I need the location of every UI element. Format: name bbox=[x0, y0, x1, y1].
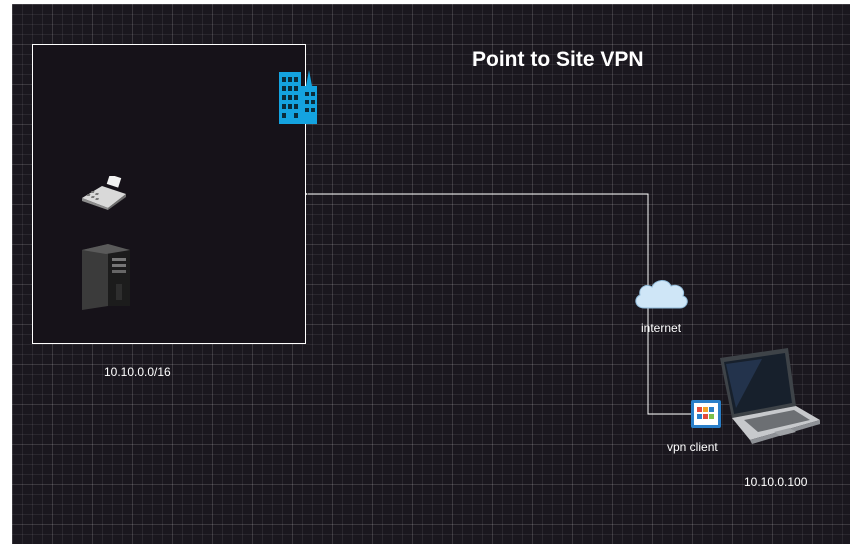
fax-machine-icon[interactable] bbox=[80, 176, 128, 210]
office-building-icon[interactable] bbox=[278, 66, 320, 124]
vpn-client-icon[interactable] bbox=[690, 399, 722, 429]
server-tower-icon[interactable] bbox=[78, 244, 134, 310]
diagram-title: Point to Site VPN bbox=[472, 48, 644, 71]
laptop-ip-label: 10.10.0.100 bbox=[744, 475, 808, 489]
site-network-label: 10.10.0.0/16 bbox=[104, 365, 171, 379]
laptop-icon[interactable] bbox=[712, 348, 822, 444]
diagram-canvas: Point to Site VPN bbox=[12, 4, 850, 544]
on-premise-site-box[interactable] bbox=[32, 44, 306, 344]
vpn-client-label: vpn client bbox=[667, 440, 718, 454]
internet-label: internet bbox=[641, 321, 682, 335]
cloud-icon[interactable] bbox=[632, 276, 690, 310]
